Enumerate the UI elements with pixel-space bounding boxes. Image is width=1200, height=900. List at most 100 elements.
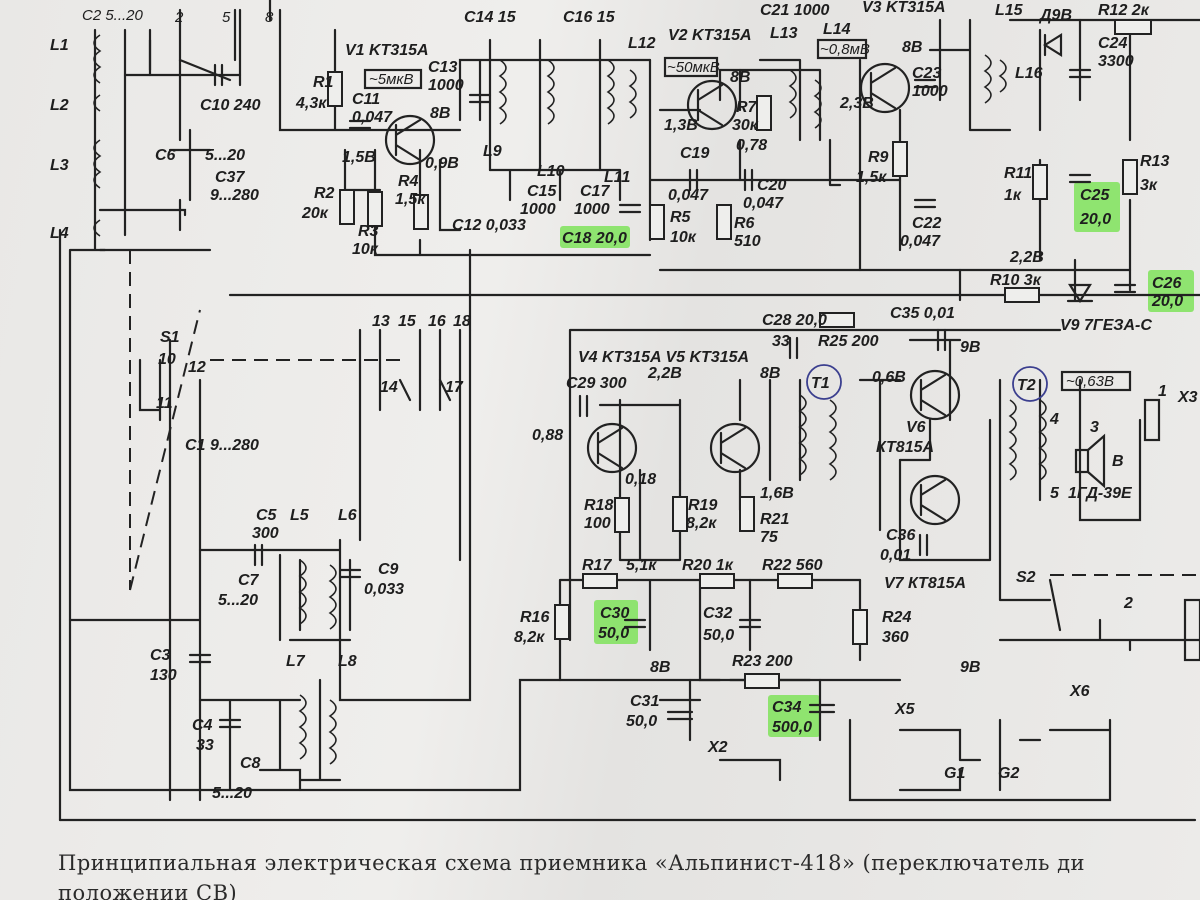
- label-c18: C18 20,0: [562, 230, 627, 247]
- transistor-v3: [859, 62, 911, 114]
- label-s1: S1: [160, 329, 180, 346]
- label-r19v: 8,2к: [686, 515, 717, 532]
- label-r16: R16: [520, 609, 549, 626]
- label-l2: L2: [50, 97, 69, 114]
- label-9v-s2: 9В: [960, 659, 980, 676]
- label-l6: L6: [338, 507, 357, 524]
- diode-d9v: [1042, 33, 1063, 57]
- probe-box-08mv: [816, 38, 868, 60]
- label-r24: R24: [882, 609, 911, 626]
- label-r24v: 360: [882, 629, 909, 646]
- label-c36: C36: [886, 527, 915, 544]
- label-n5: 5: [222, 9, 231, 26]
- label-8v-v1: 8В: [430, 105, 450, 122]
- resistor-r1: [327, 71, 343, 107]
- label-c6: C6: [155, 147, 176, 164]
- label-l7: L7: [286, 653, 306, 670]
- highlight-c18: [560, 226, 630, 248]
- label-c5v: 300: [252, 525, 279, 542]
- jack-right: [1183, 598, 1200, 662]
- label-t2: T2: [1017, 377, 1036, 394]
- label-c1v: 9...280: [210, 437, 259, 454]
- label-8v-supply: 8В: [650, 659, 670, 676]
- label-sw17: 17: [445, 379, 464, 396]
- label-r23: R23 200: [732, 653, 793, 670]
- label-c4: C4: [192, 717, 213, 734]
- label-c31: C31: [630, 693, 659, 710]
- label-c22v: 0,047: [900, 233, 941, 250]
- label-v7: V7 КТ815А: [884, 575, 966, 592]
- caption-line1: Принципиальная электрическая схема прием…: [58, 851, 1085, 875]
- probe-box-5mkv: [363, 68, 423, 90]
- transistor-v5: [709, 422, 761, 474]
- label-c17: C17: [580, 183, 610, 200]
- label-c19: C19: [680, 145, 709, 162]
- label-r5: R5: [670, 209, 692, 226]
- resistor-r7: [756, 95, 772, 131]
- label-r18v: 100: [584, 515, 611, 532]
- label-r10: R10 3к: [990, 272, 1042, 289]
- label-c11v: 0,047: [352, 109, 393, 126]
- label-c25v: 20,0: [1079, 211, 1111, 228]
- label-l9: L9: [483, 143, 502, 160]
- resistor-r21: [739, 496, 755, 532]
- label-0-9v: 0,9В: [425, 155, 459, 172]
- label-8v-af: 8В: [760, 365, 780, 382]
- label-c3: C3: [150, 647, 171, 664]
- probe-box-50mkv: [663, 56, 719, 78]
- label-c4v: 33: [196, 737, 214, 754]
- label-c20: C20: [757, 177, 786, 194]
- misc-symbols: [363, 33, 1200, 662]
- label-c6v: 5...20: [205, 147, 245, 164]
- label-33: 33: [772, 333, 790, 350]
- label-c21: C21 1000: [760, 2, 829, 19]
- label-r4v: 1,5к: [395, 191, 426, 208]
- label-0-78: 0,78: [736, 137, 767, 154]
- label-r17: R17: [582, 557, 612, 574]
- label-v4-v5: V4 KT315A V5 KT315A: [578, 349, 749, 366]
- label-1-5v: 1,5В: [342, 149, 376, 166]
- label-r18: R18: [584, 497, 613, 514]
- label-0-88: 0,88: [532, 427, 563, 444]
- highlight-c26: [1148, 270, 1194, 312]
- label-2-2v-af: 2,2В: [647, 365, 682, 382]
- label-r20: R20 1к: [682, 557, 734, 574]
- label-r11: R11: [1004, 165, 1032, 182]
- label-pin1: 1: [1158, 383, 1167, 400]
- label-b: В: [1112, 453, 1124, 470]
- label-l12: L12: [628, 35, 656, 52]
- label-s1-10: 10: [158, 351, 176, 368]
- label-8v-v2: 8В: [730, 69, 750, 86]
- label-v9: V9 7ГЕЗА-С: [1060, 317, 1152, 334]
- label-c12: C12 0,033: [452, 217, 526, 234]
- resistor-r16: [554, 604, 570, 640]
- label-r9: R9: [868, 149, 889, 166]
- label-pin2: 2: [1123, 595, 1133, 612]
- label-c28: C28 20,0: [762, 312, 827, 329]
- label-r21v: 75: [760, 529, 779, 546]
- label-x3: X3: [1177, 389, 1198, 406]
- caption-line2: положении СВ): [58, 881, 237, 900]
- label-n2: 2: [174, 9, 184, 26]
- label-x5: X5: [894, 701, 916, 718]
- label-c1: C1: [185, 437, 206, 454]
- label-n8: 8: [265, 9, 274, 26]
- label-l4: L4: [50, 225, 69, 242]
- label-c32v: 50,0: [703, 627, 734, 644]
- label-r3v: 10к: [352, 241, 379, 258]
- label-c29: C29 300: [566, 375, 627, 392]
- label-c11: C11: [352, 91, 380, 108]
- label-c10: C10 240: [200, 97, 261, 114]
- label-c34v: 500,0: [772, 719, 812, 736]
- label-c20v: 0,047: [743, 195, 784, 212]
- label-c9v: 0,033: [364, 581, 404, 598]
- label-v3: V3 KT315A: [862, 0, 946, 16]
- label-c7v: 5...20: [218, 592, 258, 609]
- label-l5: L5: [290, 507, 310, 524]
- label-l11: L11: [604, 169, 630, 186]
- label-c30: C30: [600, 605, 629, 622]
- label-r25: R25 200: [818, 333, 879, 350]
- label-c9: C9: [378, 561, 399, 578]
- label-c23: C23: [912, 65, 941, 82]
- resistor-r19: [672, 496, 688, 532]
